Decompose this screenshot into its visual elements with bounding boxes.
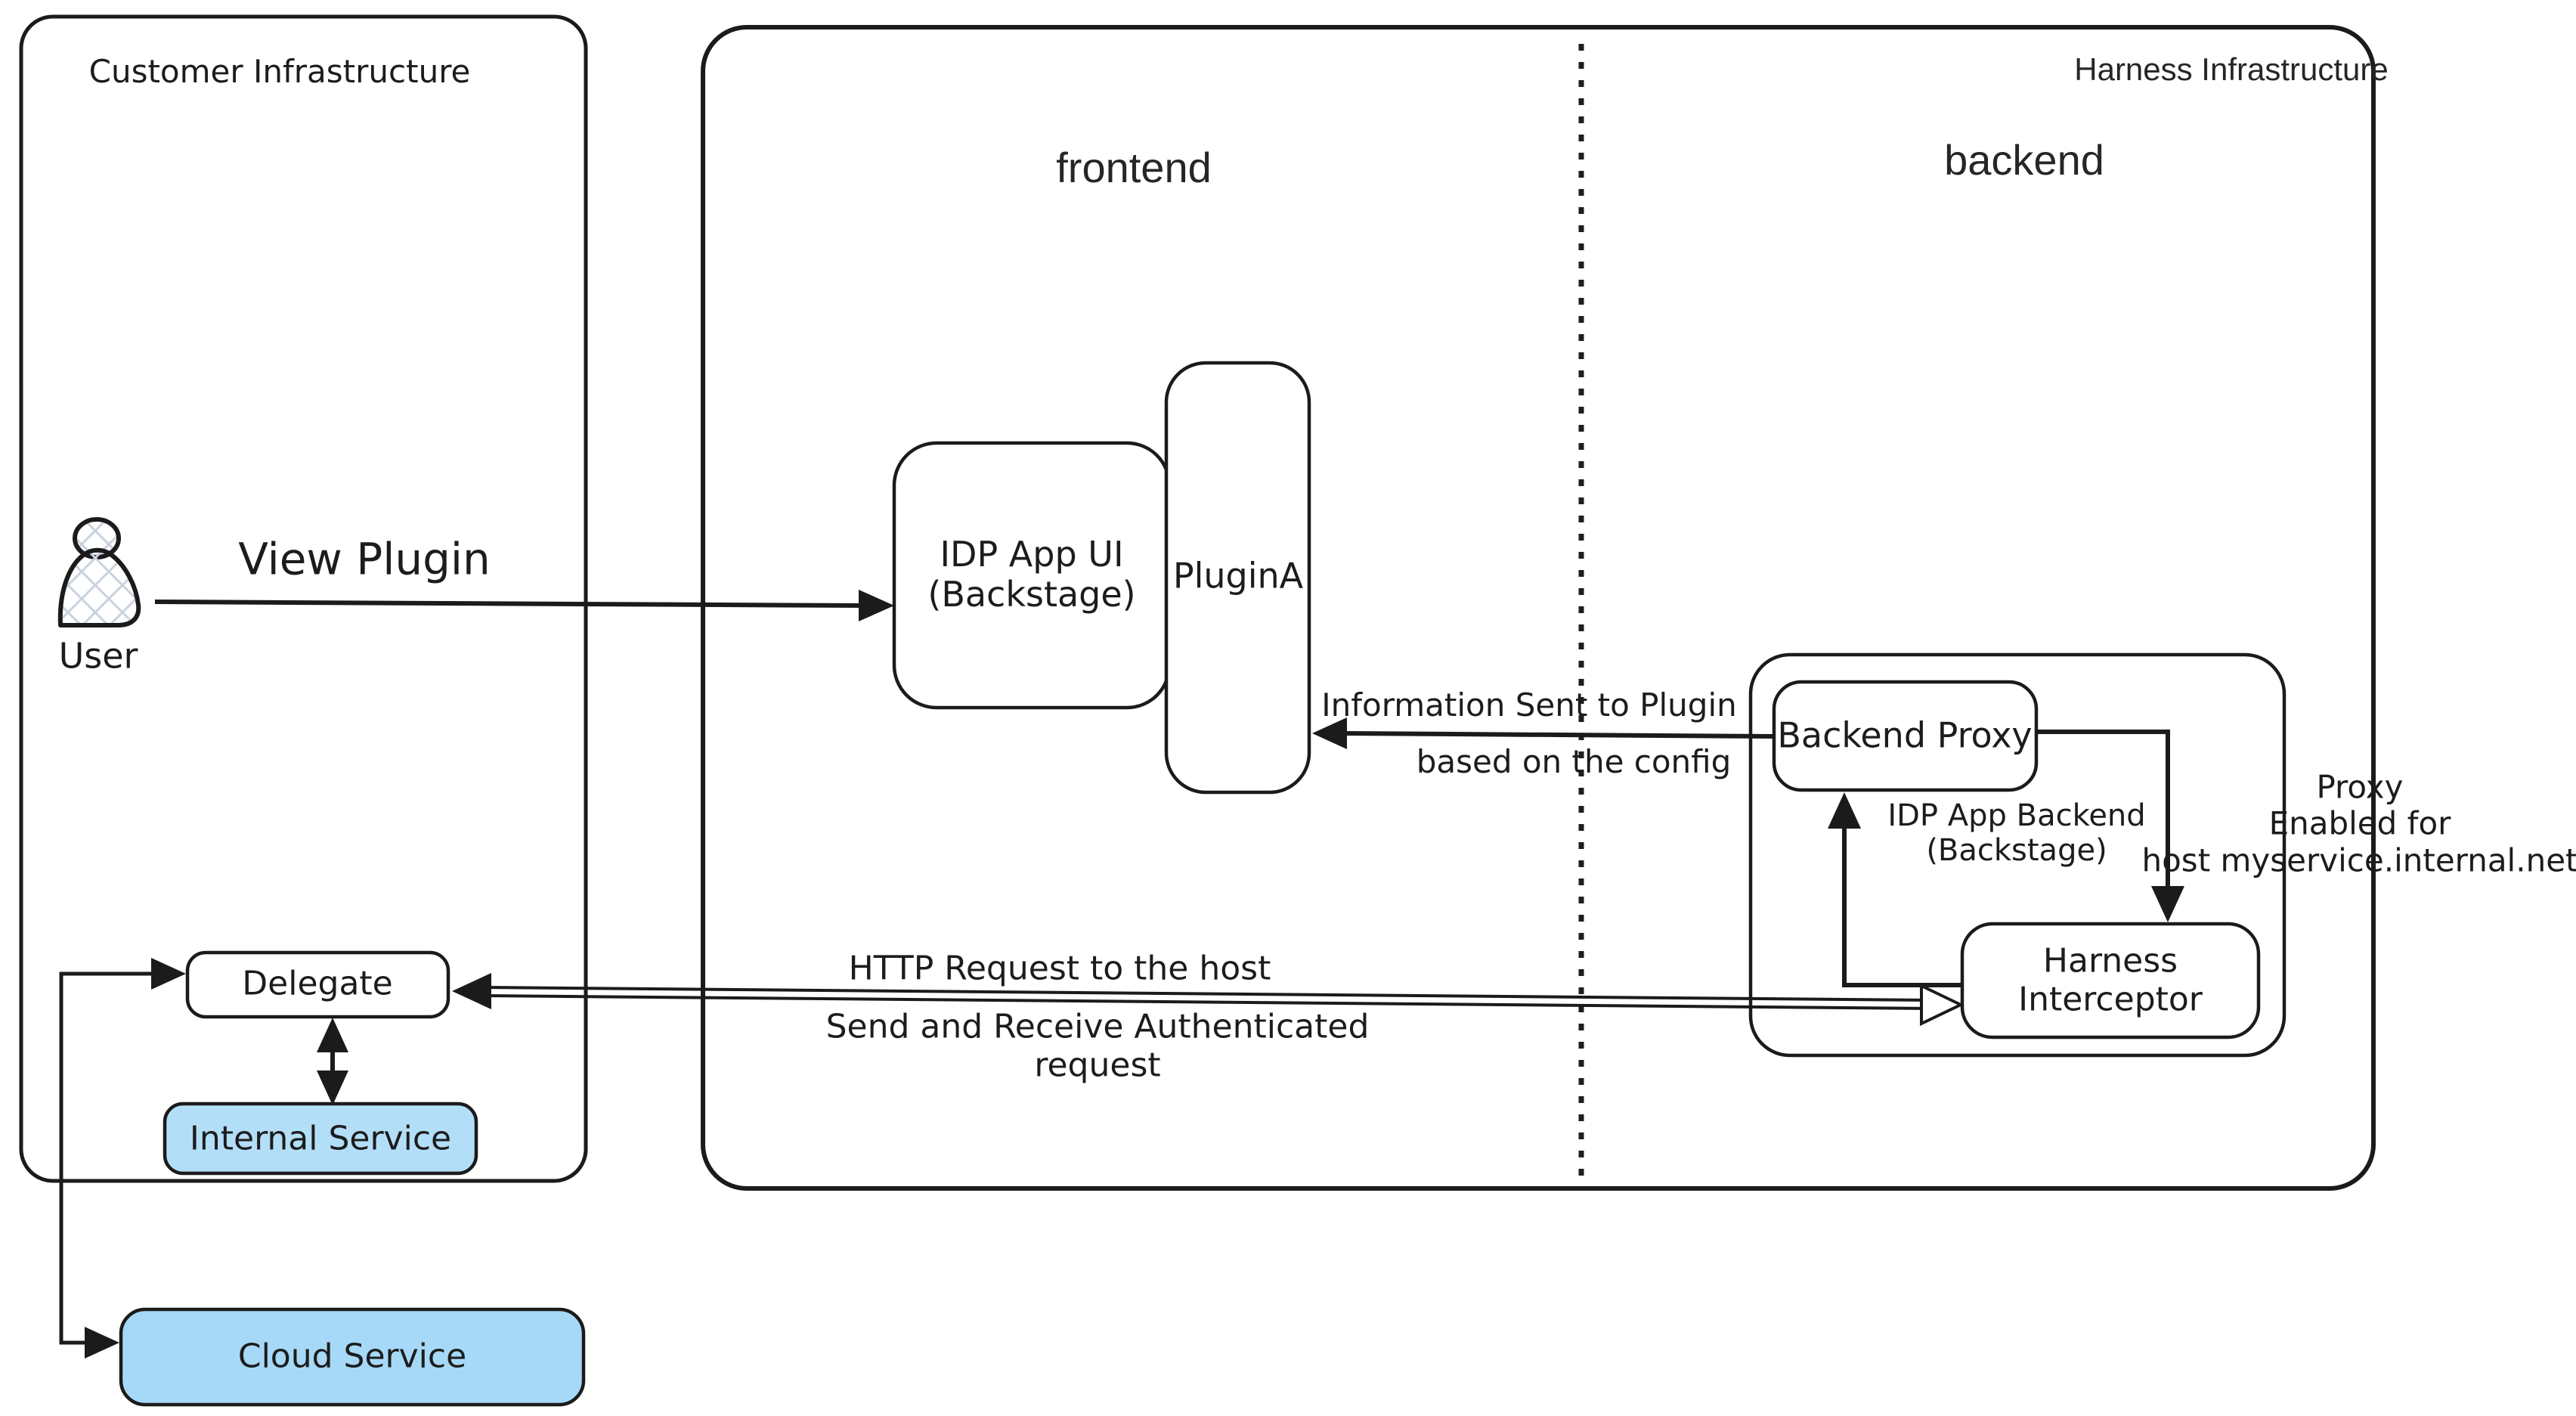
harness-interceptor-box — [1960, 922, 2261, 1040]
plugin-a-box — [1164, 361, 1311, 795]
info-sent-annotation-line1: Information Sent to Plugin — [1321, 686, 1737, 723]
backend-label: backend — [1944, 135, 2104, 184]
harness-interceptor-label: Harness Interceptor — [2018, 941, 2203, 1018]
http-request-annotation-line1: HTTP Request to the host — [848, 949, 1271, 988]
harness-infrastructure-box — [701, 25, 2376, 1191]
cloud-service-label: Cloud Service — [237, 1337, 467, 1376]
internal-service-box — [163, 1102, 478, 1176]
frontend-label: frontend — [1056, 143, 1212, 191]
internal-service-label: Internal Service — [189, 1119, 452, 1158]
idp-app-backend-label: IDP App Backend (Backstage) — [1887, 798, 2146, 868]
customer-infrastructure-label: Customer Infrastructure — [88, 52, 471, 90]
http-request-annotation-line2: Send and Receive Authenticated request — [825, 1007, 1370, 1084]
view-plugin-arrow — [154, 590, 894, 621]
delegate-cloud-branch-arrow — [59, 958, 186, 1359]
backend-proxy-label: Backend Proxy — [1777, 714, 2033, 756]
view-plugin-annotation: View Plugin — [238, 533, 491, 585]
delegate-label: Delegate — [242, 964, 393, 1003]
proxy-enabled-annotation: Proxy Enabled for host myservice.interna… — [2141, 768, 2576, 879]
info-sent-annotation-line2: based on the config — [1416, 742, 1732, 780]
plugin-a-label: PluginA — [1172, 555, 1304, 596]
user-icon — [57, 517, 141, 627]
cloud-service-box — [119, 1307, 586, 1407]
idp-app-backend-box — [1748, 652, 2287, 1058]
customer-infrastructure-box — [19, 14, 588, 1183]
info-sent-arrow — [1312, 717, 1775, 749]
delegate-box — [185, 950, 450, 1019]
idp-app-ui-label: IDP App UI (Backstage) — [927, 534, 1136, 615]
http-request-arrow — [452, 973, 1965, 1027]
delegate-internal-arrow — [317, 1018, 348, 1105]
user-label: User — [58, 635, 138, 677]
harness-infrastructure-label: Harness Infrastructure — [2074, 51, 2389, 87]
proxy-to-interceptor-arrow — [2036, 730, 2184, 922]
